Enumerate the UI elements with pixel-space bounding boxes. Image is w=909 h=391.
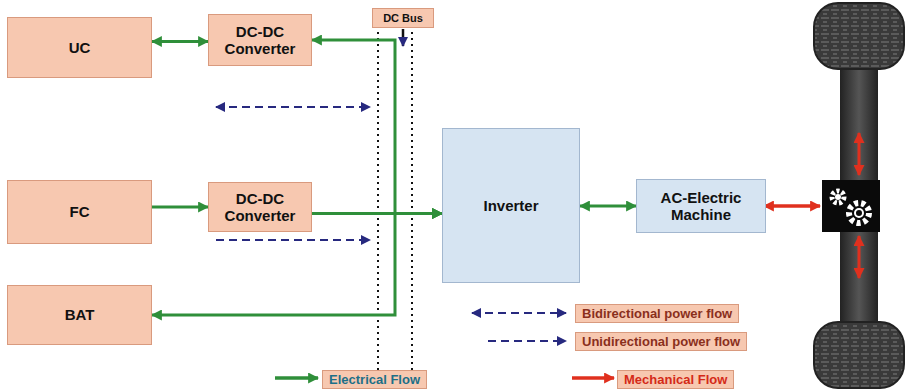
converter-box: DC-DC Converter (208, 182, 312, 232)
box-label: DC-DC Converter (209, 23, 311, 58)
legend-label: Electrical Flow (322, 370, 427, 389)
box-label: DC Bus (379, 12, 427, 25)
power-connector (580, 205, 636, 208)
legend-sample (488, 340, 566, 342)
box-label: FC (66, 203, 94, 220)
box-label: AC-Electric Machine (637, 189, 765, 224)
legend-sample (275, 376, 318, 380)
power-connector (312, 40, 442, 214)
bidirectional-flow-arrow (216, 106, 370, 108)
legend-label: Unidirectional power flow (575, 332, 747, 351)
inverter-box: Inverter (442, 128, 580, 283)
mechanical-arrow (858, 133, 861, 175)
legend-label: Mechanical Flow (617, 370, 734, 389)
power-connector (152, 206, 208, 209)
legend-sample (472, 312, 566, 314)
power-connector (152, 40, 208, 43)
tire (814, 322, 904, 388)
dc-bus-rail (411, 32, 413, 386)
machine-box: AC-Electric Machine (636, 179, 766, 233)
source-box: UC (7, 17, 152, 78)
box-label: BAT (61, 306, 99, 323)
source-box: BAT (7, 285, 152, 345)
mechanical-arrow (858, 236, 861, 278)
gear (835, 194, 841, 200)
gearbox (822, 180, 880, 232)
gear (855, 209, 863, 217)
box-label: Inverter (479, 197, 542, 214)
source-box: FC (7, 180, 152, 244)
dc-bus-rail (377, 32, 379, 386)
mechanical-arrow (764, 204, 820, 208)
box-label: DC-DC Converter (209, 190, 311, 225)
unidirectional-flow-arrow (216, 239, 370, 241)
legend-sample (572, 376, 614, 380)
bus-pointer (402, 29, 405, 46)
box-label: UC (65, 39, 95, 56)
converter-box: DC-DC Converter (208, 14, 312, 66)
gear (849, 203, 869, 223)
bus-tag: DC Bus (372, 8, 434, 28)
tire (814, 3, 904, 69)
legend-label: Bidirectional power flow (575, 304, 739, 323)
gear (832, 191, 844, 203)
